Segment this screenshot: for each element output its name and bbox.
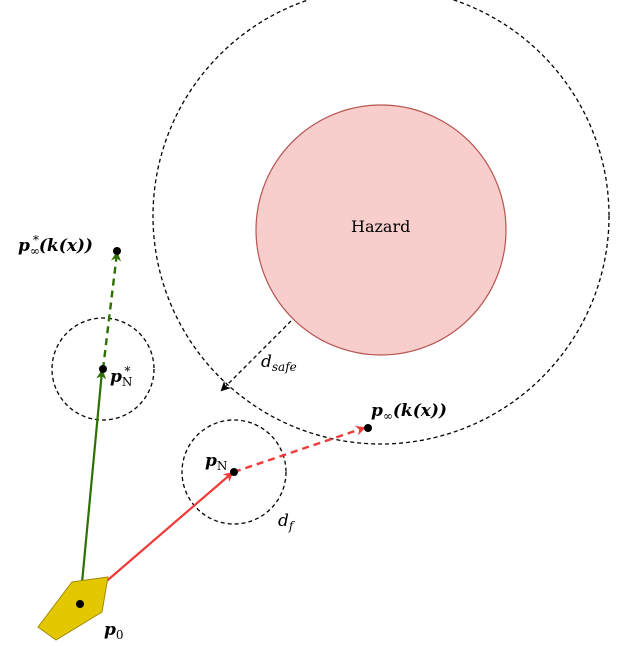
label-p-n-base: p: [205, 451, 217, 471]
label-d-f-base: d: [278, 511, 289, 531]
label-p-n-sub: N: [216, 459, 228, 473]
label-p-inf: p∞(k(x)): [371, 401, 447, 423]
label-d-f: df: [278, 511, 294, 533]
label-p-inf-star-tail: (k(x)): [38, 236, 93, 256]
label-p-inf-star-sup: *: [32, 233, 39, 247]
terminal-set-circle-nominal: [181, 419, 287, 525]
label-p-n-star-sub: N: [121, 375, 133, 389]
label-p-inf-star-sub: ∞: [29, 244, 40, 258]
label-p-inf-star-base: p: [18, 236, 30, 256]
label-d-f-sub: f: [288, 519, 294, 533]
safety-boundary-circle: [152, 0, 610, 445]
nominal-extension-arrow: [233, 425, 366, 474]
d-safe-arrow: [220, 320, 292, 392]
hazard-circle: [255, 104, 507, 356]
label-d-safe: dsafe: [261, 352, 297, 374]
label-p-inf-base: p: [371, 401, 383, 421]
hazard-label: Hazard: [351, 217, 411, 236]
label-p-inf-tail: (k(x)): [392, 401, 447, 421]
label-p-n-star-base: p: [110, 367, 122, 387]
point-p-inf: [364, 424, 372, 432]
label-p-n-star-sup: *: [124, 364, 131, 378]
label-p-inf-star: p∞*(k(x)): [18, 234, 93, 257]
label-d-safe-base: d: [261, 352, 272, 372]
label-p-n-star: pN*: [110, 364, 133, 389]
vehicle-pentagon-icon: [37, 576, 109, 641]
point-p-inf-star: [113, 247, 121, 255]
point-p-0: [76, 600, 84, 608]
label-p-0-sub: 0: [115, 628, 124, 642]
point-p-n: [230, 468, 238, 476]
point-p-n-star: [99, 365, 107, 373]
label-p-0-base: p: [104, 620, 116, 640]
label-d-safe-sub: safe: [271, 360, 297, 374]
label-p-0: p0: [104, 620, 124, 642]
safe-trajectory-arrow: [78, 369, 107, 605]
label-p-n: pN: [205, 451, 228, 473]
terminal-set-circle-safe: [51, 317, 155, 421]
label-p-inf-sub: ∞: [382, 409, 393, 423]
safe-extension-arrow: [101, 251, 122, 370]
